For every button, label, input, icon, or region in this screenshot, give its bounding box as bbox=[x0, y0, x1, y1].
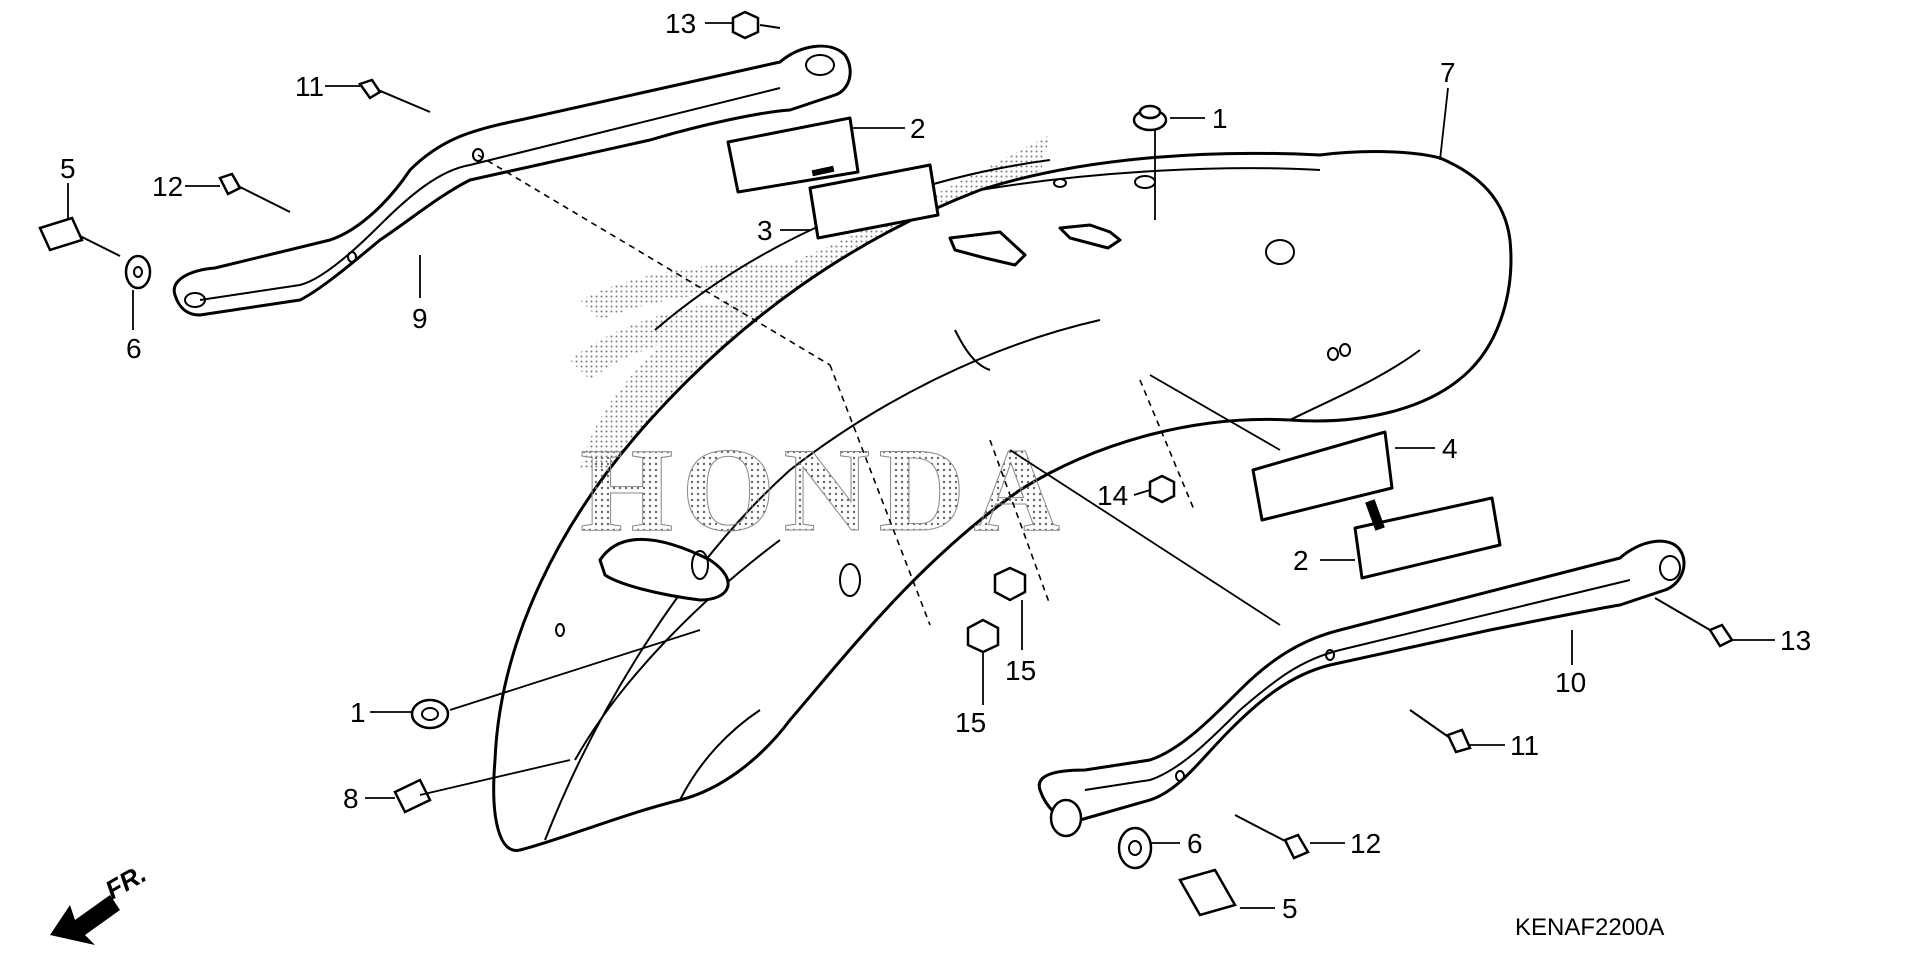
callout-7: 7 bbox=[1440, 57, 1456, 88]
callout-13-top: 13 bbox=[665, 8, 696, 39]
front-direction-arrow: FR. bbox=[50, 858, 151, 945]
callout-5-right: 5 bbox=[1282, 893, 1298, 924]
callout-11-right: 11 bbox=[1510, 730, 1539, 761]
assembly-lines bbox=[419, 130, 1281, 796]
callout-12-top: 12 bbox=[152, 171, 183, 202]
callout-1-bottom: 1 bbox=[350, 697, 366, 728]
side-rail-left bbox=[172, 44, 852, 317]
hardware bbox=[38, 10, 1734, 917]
callout-2-top: 2 bbox=[910, 113, 926, 144]
callout-labels: 13 11 12 5 6 9 2 3 1 7 4 2 14 13 10 11 1… bbox=[60, 8, 1811, 924]
callout-2-right: 2 bbox=[1293, 545, 1309, 576]
callout-8: 8 bbox=[343, 783, 359, 814]
callout-5-top: 5 bbox=[60, 153, 76, 184]
callout-3: 3 bbox=[757, 215, 773, 246]
callout-6-top: 6 bbox=[126, 333, 142, 364]
callout-15-b: 15 bbox=[955, 707, 986, 738]
callout-leaders bbox=[67, 22, 1775, 909]
side-rail-right bbox=[1037, 539, 1686, 838]
callout-11-top: 11 bbox=[295, 71, 324, 102]
callout-9: 9 bbox=[412, 303, 428, 334]
callout-6-right: 6 bbox=[1187, 828, 1203, 859]
callout-1-top: 1 bbox=[1212, 103, 1228, 134]
callout-4: 4 bbox=[1442, 433, 1458, 464]
rear-fender bbox=[492, 150, 1513, 852]
callout-10: 10 bbox=[1555, 667, 1586, 698]
diagram-code: KENAF2200A bbox=[1515, 914, 1664, 941]
callout-12-right: 12 bbox=[1350, 828, 1381, 859]
callout-13-right: 13 bbox=[1780, 625, 1811, 656]
bracket-tab-a bbox=[948, 230, 1027, 267]
callout-15-a: 15 bbox=[1005, 655, 1036, 686]
bracket-tab-b bbox=[1058, 223, 1122, 250]
reflector-top bbox=[726, 116, 940, 240]
honda-watermark: HONDA bbox=[580, 423, 1060, 556]
callout-14: 14 bbox=[1097, 480, 1128, 511]
reflector-right bbox=[1251, 430, 1502, 580]
